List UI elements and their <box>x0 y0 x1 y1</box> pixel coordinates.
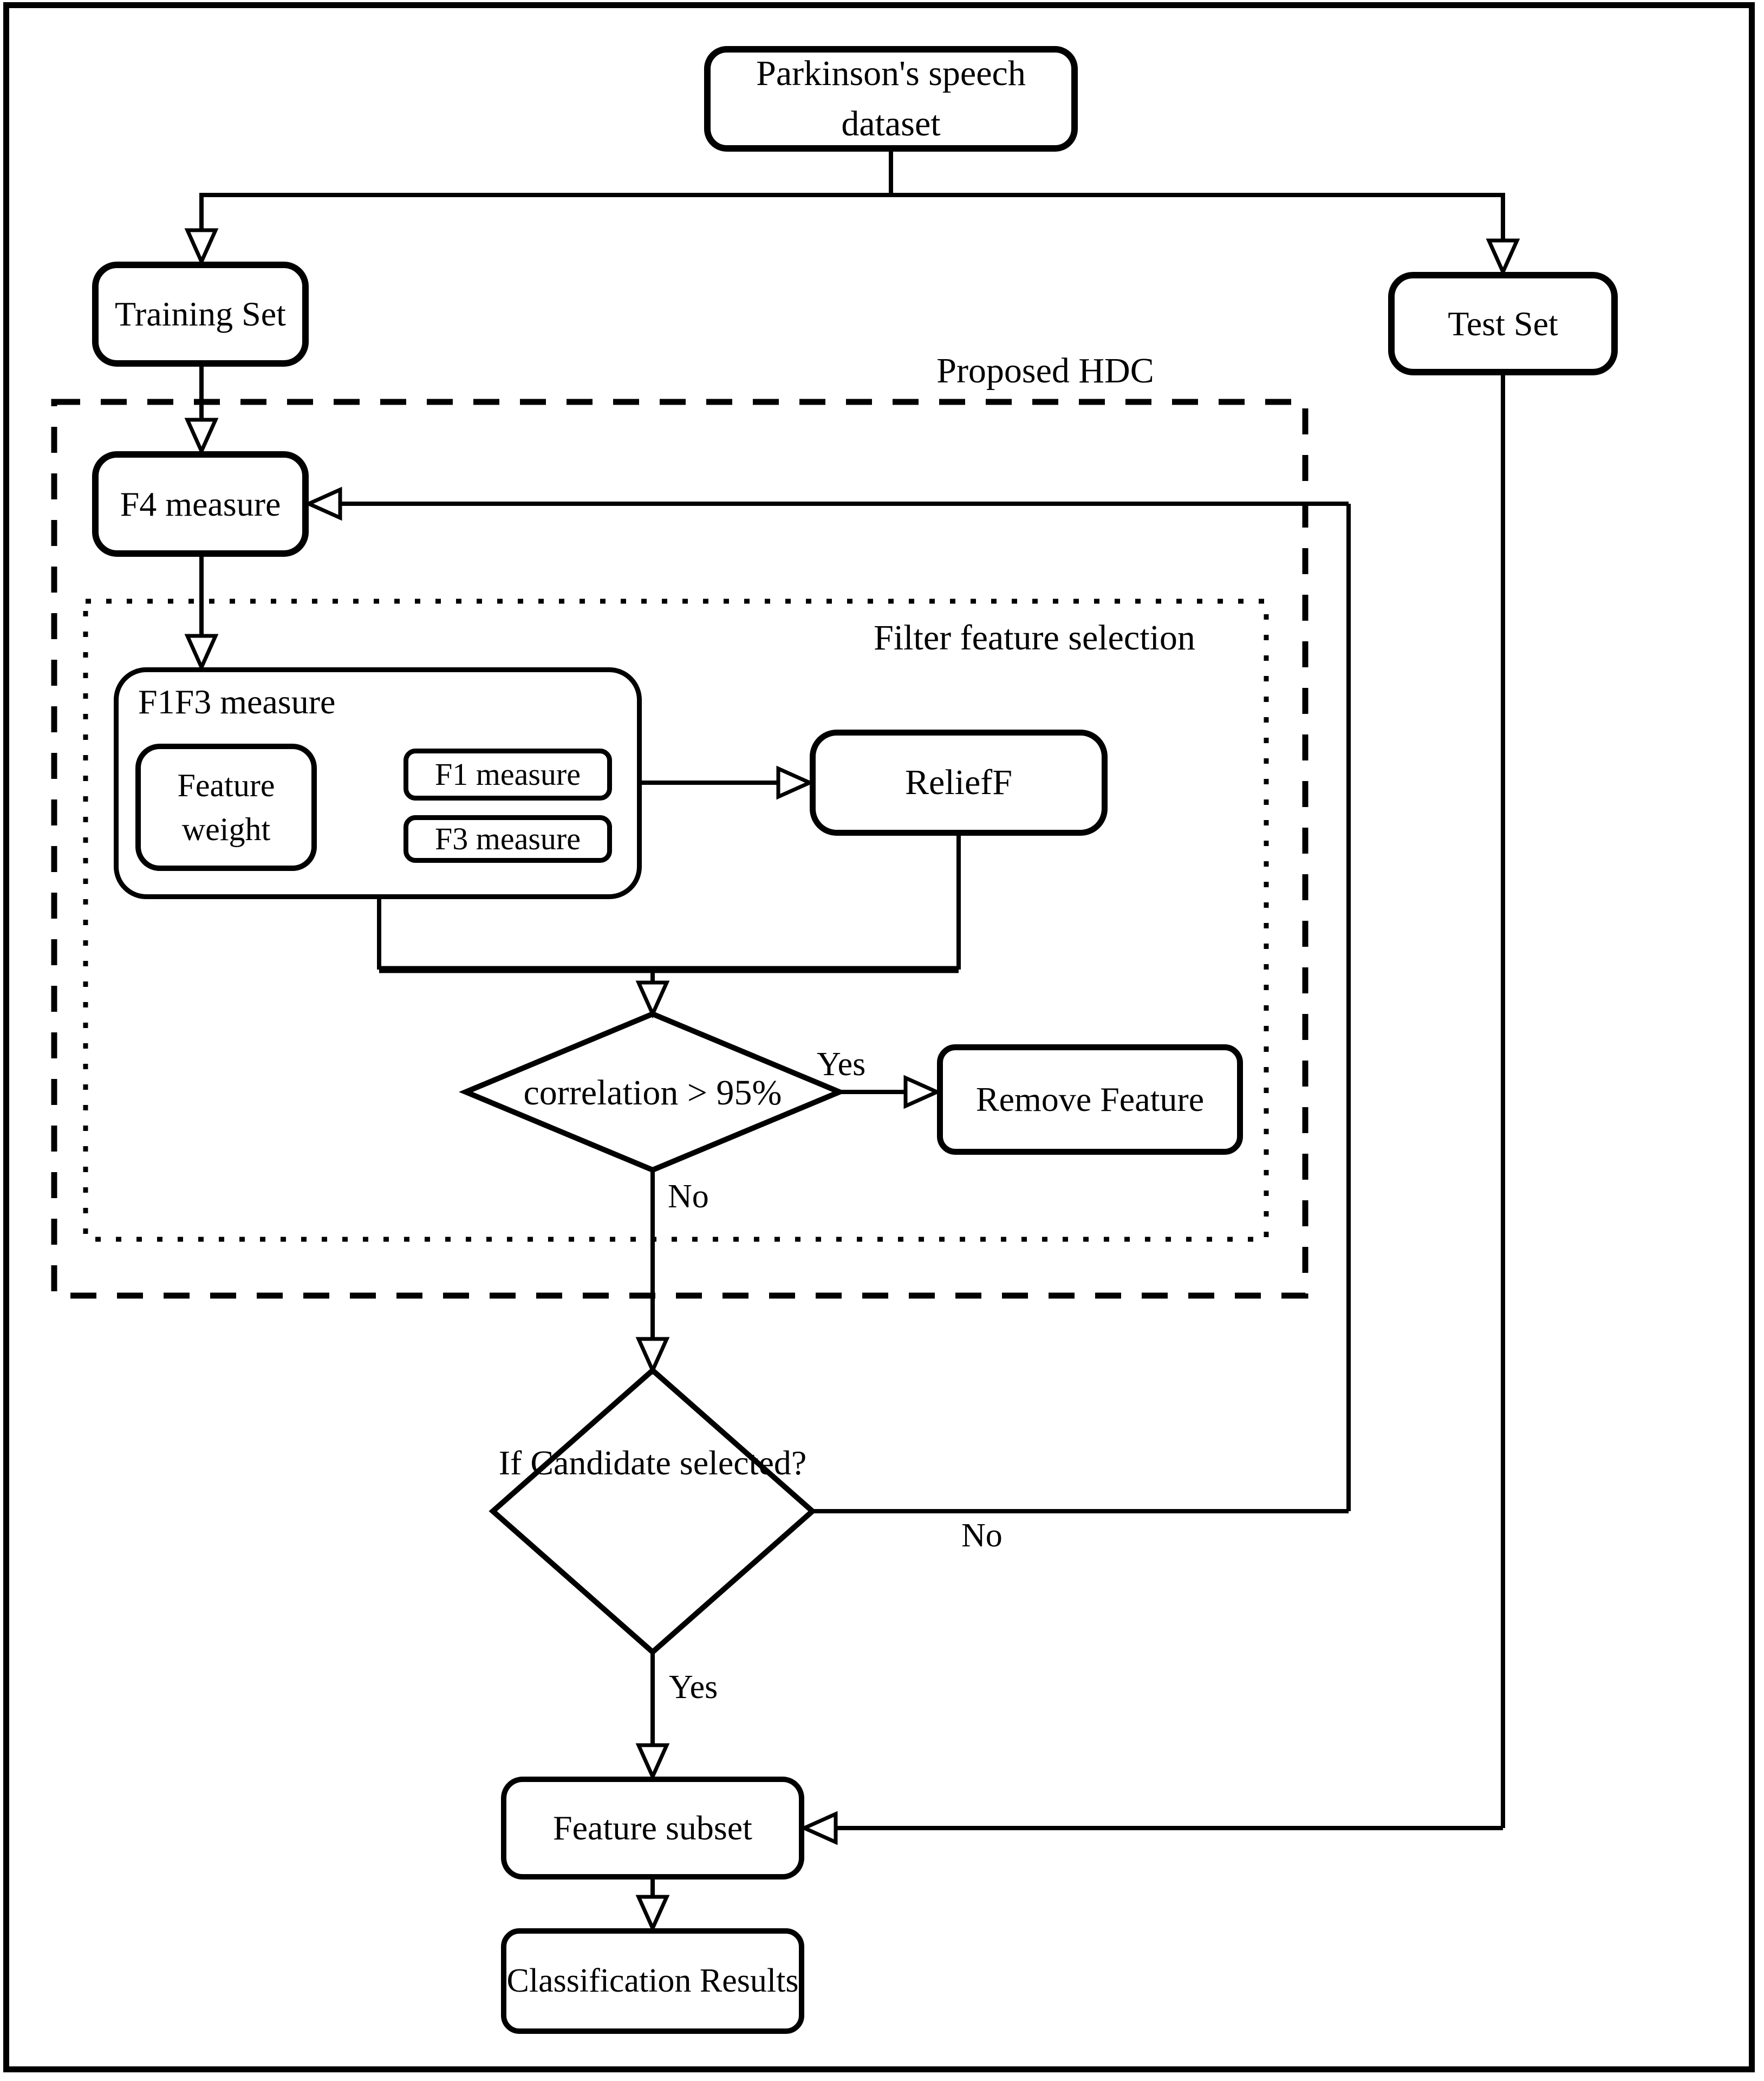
node-remove-feature: Remove Feature <box>937 1044 1243 1155</box>
correlation-decision-diamond <box>459 1011 847 1173</box>
node-f4-measure: F4 measure <box>92 451 309 557</box>
arrowhead-right-into-relieff-icon <box>776 765 815 800</box>
node-f3-measure: F3 measure <box>403 815 612 863</box>
candidate-decision-diamond <box>489 1367 817 1656</box>
branch-label-no-candidate: No <box>961 1517 1003 1554</box>
arrowhead-right-into-remove-icon <box>903 1075 942 1109</box>
node-f1-measure: F1 measure <box>403 749 612 801</box>
node-training-set: Training Set <box>92 262 309 367</box>
arrowhead-left-loop-into-f4-icon <box>304 486 342 521</box>
group-f1f3-measure-title: F1F3 measure <box>138 682 336 721</box>
node-feature-subset: Feature subset <box>501 1777 804 1880</box>
branch-label-yes-candidate: Yes <box>669 1669 718 1706</box>
node-feature-weight: Feature weight <box>135 744 317 871</box>
node-test-set: Test Set <box>1388 272 1618 375</box>
branch-label-no-correlation: No <box>668 1178 709 1215</box>
arrowhead-left-test-into-subset-icon <box>799 1811 838 1845</box>
arrowhead-down-into-f4-icon <box>184 418 219 456</box>
arrowhead-down-into-subset-icon <box>635 1743 670 1781</box>
proposed-hdc-region-label: Proposed HDC <box>936 351 1154 391</box>
arrowhead-down-into-test-icon <box>1486 238 1520 277</box>
filter-selection-dotted-box <box>83 599 1269 1242</box>
figure-border <box>3 2 1755 2072</box>
branch-label-yes-correlation: Yes <box>817 1046 866 1083</box>
arrowhead-down-into-training-icon <box>184 228 219 266</box>
node-parkinsons-speech-dataset: Parkinson's speech dataset <box>704 46 1078 152</box>
connector-lines <box>199 152 1505 1897</box>
filter-feature-selection-region-label: Filter feature selection <box>874 618 1195 658</box>
candidate-decision-label: If Candidate selected? <box>498 1443 807 1482</box>
arrowhead-down-into-f1f3-icon <box>184 634 219 672</box>
proposed-hdc-dashed-box <box>51 399 1309 1299</box>
arrowhead-down-into-classification-icon <box>635 1895 670 1933</box>
arrowhead-down-into-candidate-icon <box>635 1337 670 1375</box>
node-classification-results: Classification Results <box>501 1928 804 2034</box>
arrowhead-down-into-correlation-icon <box>635 980 670 1019</box>
correlation-decision-label: correlation > 95% <box>523 1073 782 1113</box>
node-relieff: ReliefF <box>810 730 1108 836</box>
